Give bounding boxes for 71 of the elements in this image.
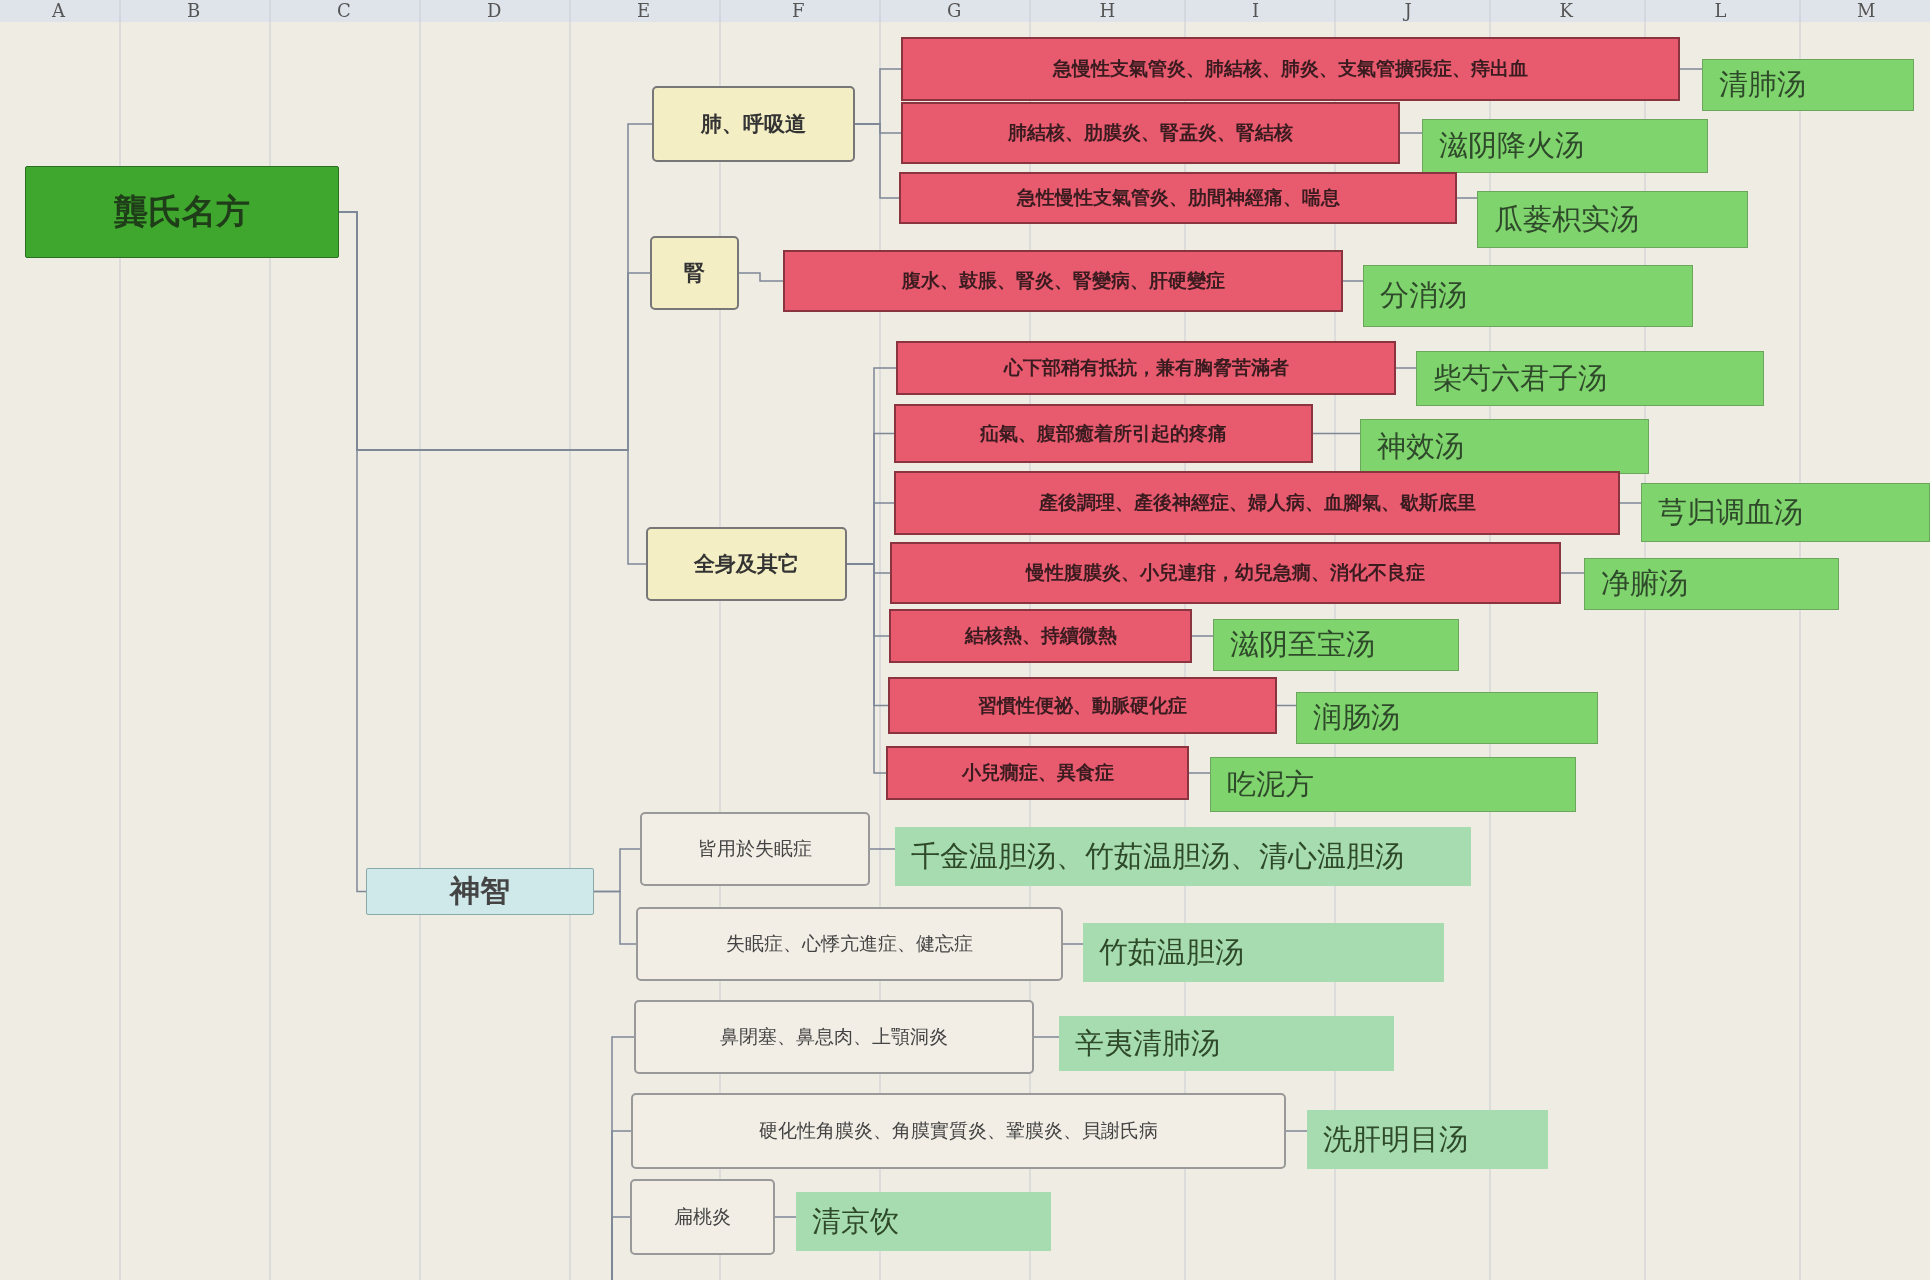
column-header: F — [792, 0, 805, 22]
column-header: I — [1252, 0, 1260, 22]
symptom-box: 心下部稍有抵抗，兼有胸脅苦滿者 — [896, 341, 1396, 395]
symptom-box: 腹水、鼓脹、腎炎、腎變病、肝硬變症 — [783, 250, 1343, 312]
symptom-box: 失眠症、心悸亢進症、健忘症 — [636, 907, 1063, 981]
symptom-box: 結核熱、持續微熱 — [889, 609, 1192, 663]
symptom-box: 皆用於失眠症 — [640, 812, 870, 886]
connector-line — [1342, 280, 1364, 282]
connector-line — [846, 563, 887, 774]
connector-line — [869, 848, 896, 850]
symptom-box: 急性慢性支氣管炎、肋間神經痛、喘息 — [899, 172, 1457, 224]
connector-line — [1276, 704, 1297, 707]
formula-box: 柴芍六君子汤 — [1416, 351, 1764, 406]
formula-box: 分消汤 — [1363, 265, 1693, 327]
connector-line — [774, 1216, 797, 1218]
category-box: 全身及其它 — [646, 527, 847, 601]
connector-line — [1312, 432, 1361, 435]
column-header: L — [1714, 0, 1727, 22]
connector-line — [1033, 1036, 1060, 1038]
symptom-box: 硬化性角膜炎、角膜實質炎、鞏膜炎、貝謝氏病 — [631, 1093, 1286, 1169]
formula-box: 滋阴降火汤 — [1422, 119, 1708, 173]
symptom-box: 小兒癇症、異食症 — [886, 746, 1189, 800]
connector-line — [1285, 1130, 1308, 1132]
formula-box: 润肠汤 — [1296, 692, 1598, 744]
connector-line — [1062, 943, 1084, 945]
connector-line — [1456, 197, 1478, 199]
symptom-box: 慢性腹膜炎、小兒連疳，幼兒急癇、消化不良症 — [890, 542, 1561, 604]
column-header: E — [637, 0, 651, 22]
formula-box: 清肺汤 — [1702, 59, 1914, 111]
formula-box: 神效汤 — [1360, 419, 1649, 474]
formula-box: 清京饮 — [796, 1192, 1051, 1251]
formula-box: 滋阴至宝汤 — [1213, 619, 1459, 671]
connector-line — [738, 272, 784, 282]
column-header: H — [1099, 0, 1116, 22]
connector-line — [593, 890, 637, 945]
category-box: 肺、呼吸道 — [652, 86, 855, 162]
symptom-box: 肺結核、肋膜炎、腎盂炎、腎結核 — [901, 102, 1400, 164]
symptom-box: 習慣性便祕、動脈硬化症 — [888, 677, 1277, 734]
category-box: 腎 — [650, 236, 739, 310]
formula-box: 千金温胆汤、竹茹温胆汤、清心温胆汤 — [895, 827, 1471, 886]
connector-line — [1619, 502, 1642, 504]
column-header: C — [337, 0, 351, 22]
symptom-box: 急慢性支氣管炎、肺結核、肺炎、支氣管擴張症、痔出血 — [901, 37, 1680, 101]
root-box: 龔氏名方 — [25, 166, 339, 258]
column-header: J — [1404, 0, 1412, 22]
symptom-box: 疝氣、腹部癒着所引起的疼痛 — [894, 404, 1313, 463]
column-header: G — [947, 0, 962, 22]
column-header: D — [487, 0, 502, 22]
column-header: B — [187, 0, 201, 22]
formula-box: 吃泥方 — [1210, 757, 1576, 812]
connector-line — [1395, 367, 1417, 369]
connector-line — [854, 123, 900, 199]
formula-box: 芎归调血汤 — [1641, 483, 1930, 542]
formula-box: 辛夷清肺汤 — [1059, 1016, 1394, 1071]
formula-box: 净腑汤 — [1584, 558, 1839, 610]
formula-box: 洗肝明目汤 — [1307, 1110, 1548, 1169]
connector-line — [1399, 132, 1423, 134]
connector-line — [611, 1216, 631, 1280]
connector-line — [1560, 572, 1585, 574]
column-header: K — [1559, 0, 1573, 22]
symptom-box: 扁桃炎 — [630, 1179, 775, 1255]
column-header: M — [1857, 0, 1876, 22]
connector-line — [1191, 635, 1214, 637]
formula-box: 竹茹温胆汤 — [1083, 923, 1444, 982]
symptom-box: 產後調理、產後神經症、婦人病、血腳氣、歇斯底里 — [894, 471, 1620, 535]
column-header: A — [52, 0, 65, 22]
symptom-box: 鼻閉塞、鼻息肉、上顎洞炎 — [634, 1000, 1034, 1074]
connector-line — [1188, 772, 1211, 774]
connector-line — [1679, 68, 1703, 70]
category-box: 神智 — [366, 868, 594, 915]
formula-box: 瓜蒌枳实汤 — [1477, 191, 1748, 248]
